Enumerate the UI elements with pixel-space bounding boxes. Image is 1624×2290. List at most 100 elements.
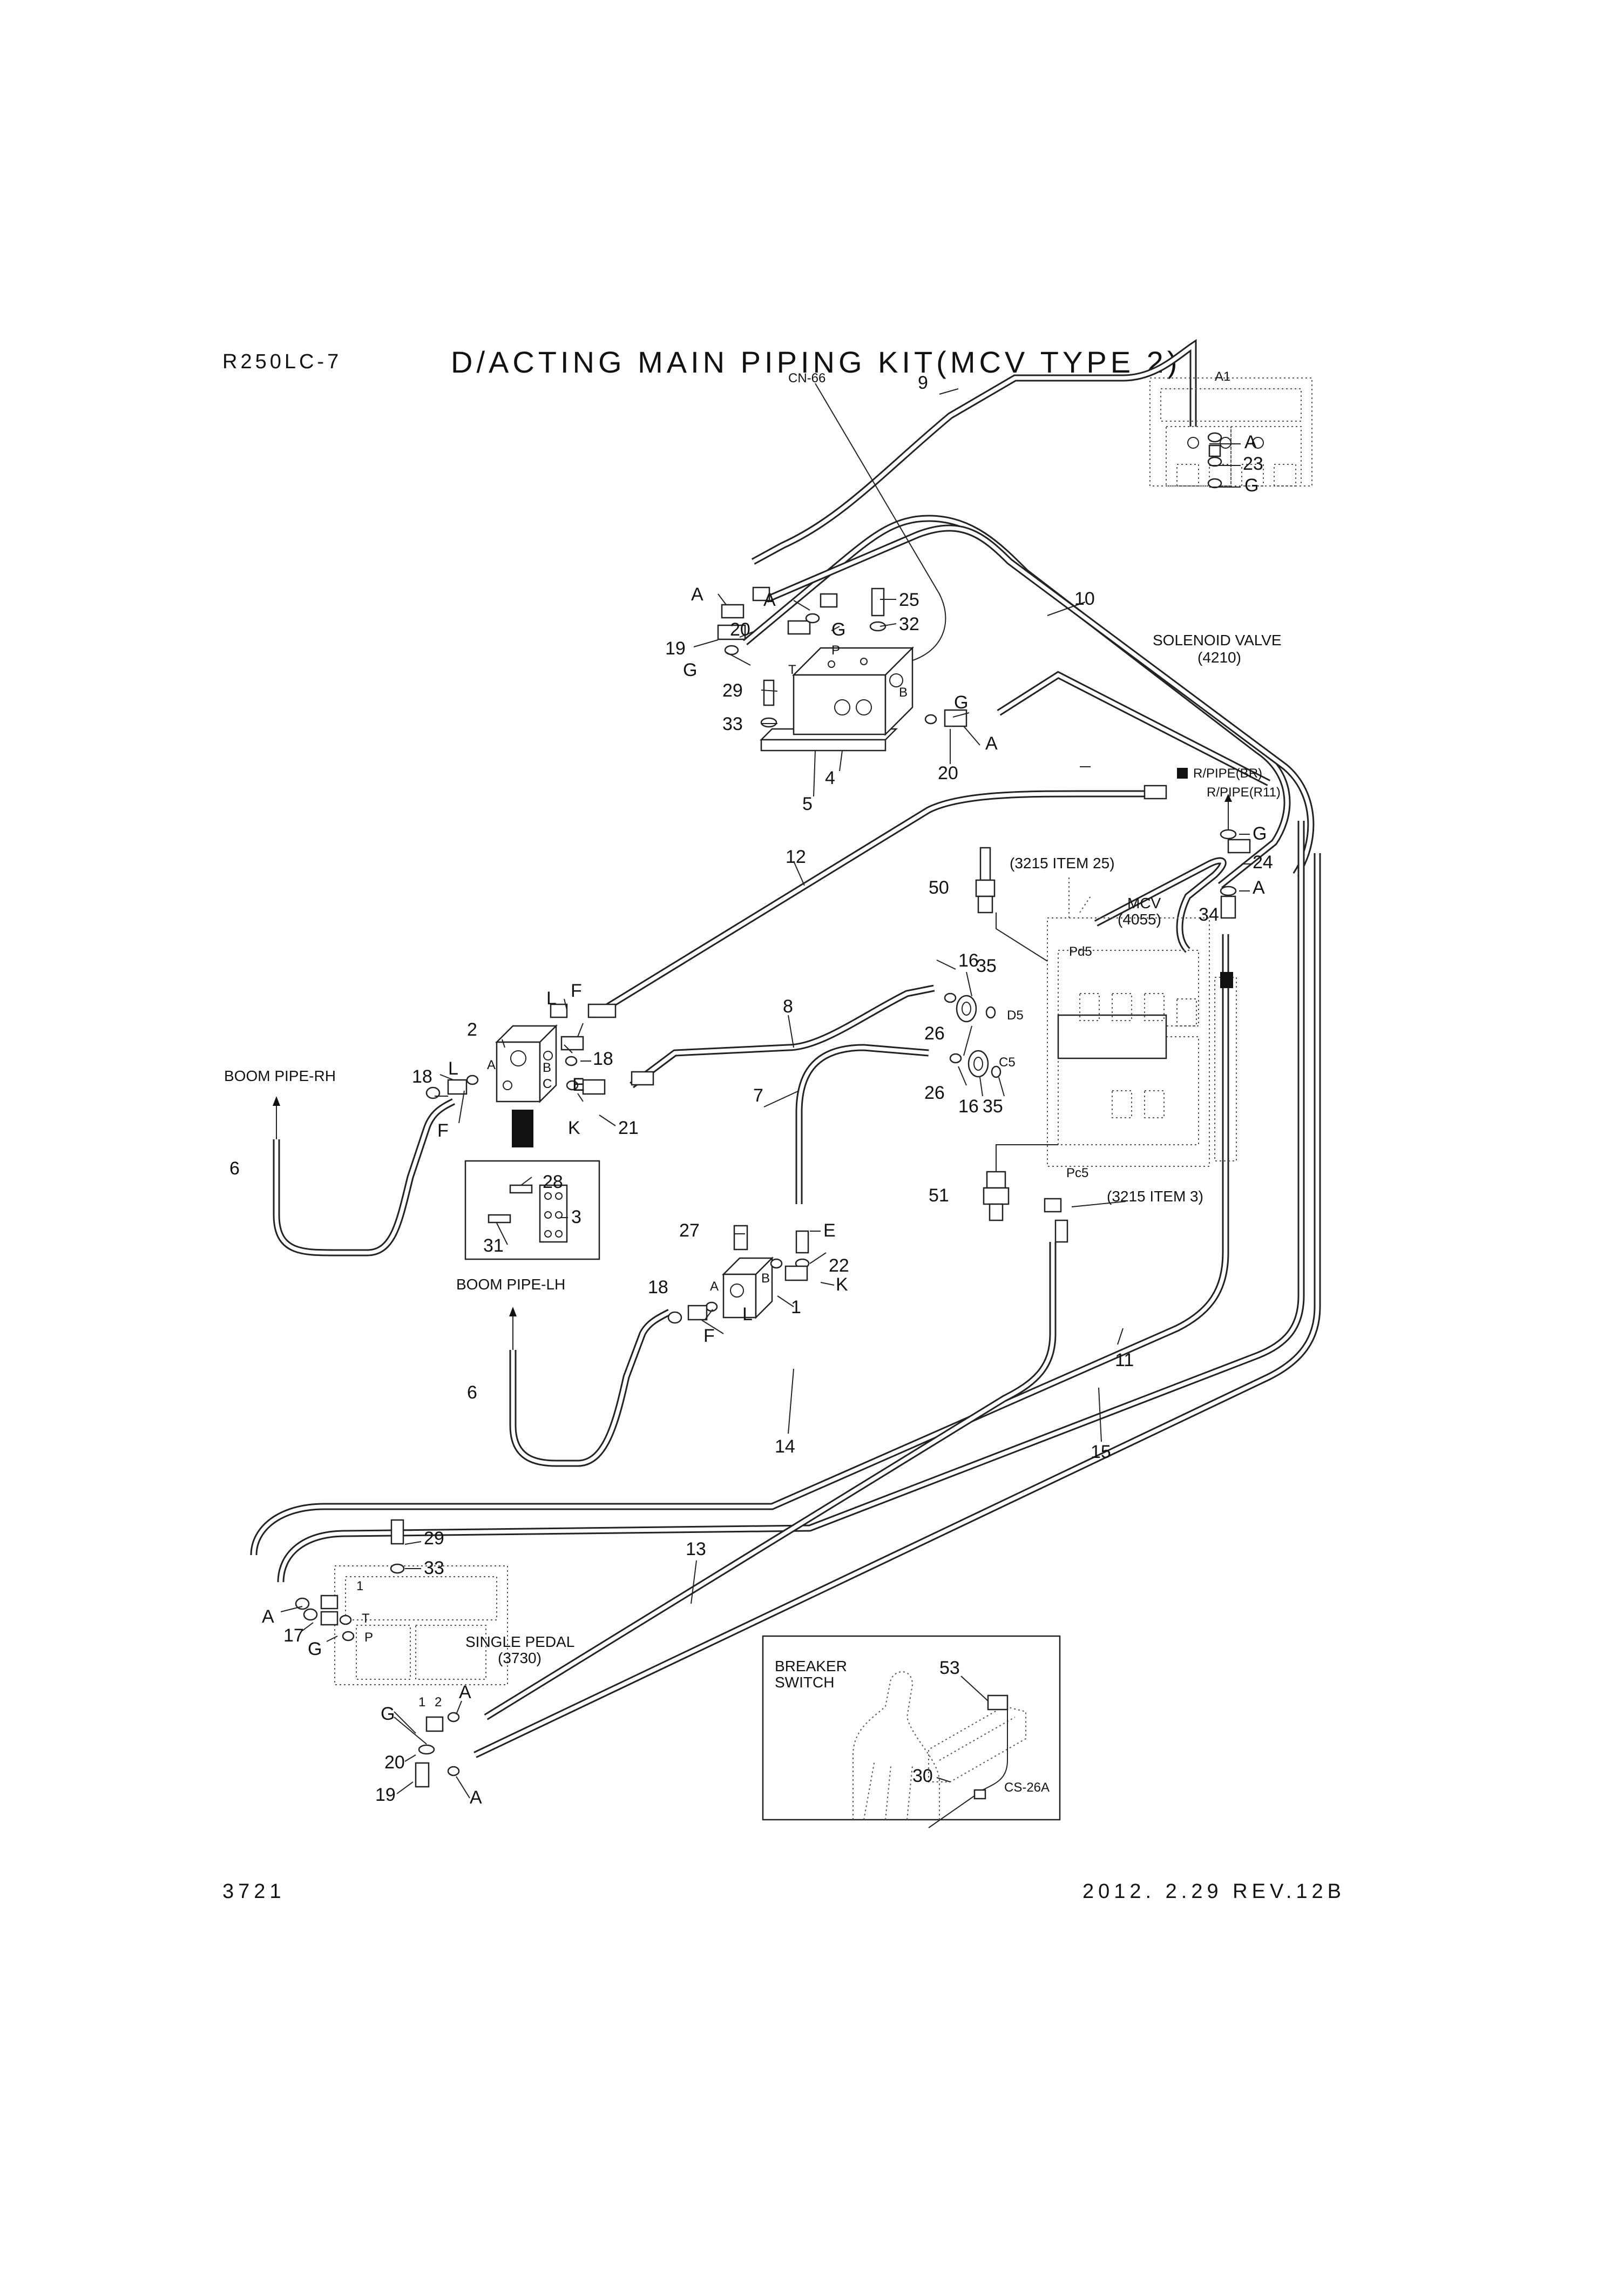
callout-16-bot: 16	[958, 1096, 979, 1117]
port-a-block1: A	[710, 1279, 719, 1294]
leader-51	[996, 1144, 1058, 1172]
callout-20-sol-right: 20	[938, 763, 958, 783]
plug-50	[975, 847, 996, 914]
hose-7	[795, 1044, 929, 1204]
callout-28: 28	[543, 1172, 563, 1192]
r-pipe-r11: R/PIPE(R11)	[1207, 785, 1281, 800]
callout-e-top: E	[572, 1075, 585, 1095]
callout-a-pedal-bot: A	[470, 1787, 482, 1808]
callout-10: 10	[1074, 589, 1095, 609]
callout-labels: A 23 G 9 10 A A 20 G 25 32 19 G 29 33 G …	[229, 373, 1273, 1808]
callout-3: 3	[571, 1207, 581, 1227]
mcv-fittings	[944, 829, 1251, 1243]
callout-21: 21	[618, 1118, 639, 1138]
port-c5: C5	[999, 1055, 1016, 1070]
single-pedal-ref: (3730)	[498, 1650, 542, 1666]
solenoid-valve-ref: (4210)	[1197, 649, 1241, 666]
callout-g-pedal: G	[308, 1639, 322, 1659]
callout-l-mid: L	[448, 1058, 458, 1079]
callout-25: 25	[899, 590, 919, 610]
callout-20-pedal: 20	[384, 1752, 405, 1773]
page-title: D/ACTING MAIN PIPING KIT(MCV TYPE 2)	[451, 345, 1181, 379]
callout-f-top: F	[571, 981, 582, 1001]
callout-a-pedal: A	[262, 1606, 274, 1627]
callout-k-top: K	[568, 1118, 580, 1138]
callout-8: 8	[783, 996, 793, 1017]
cn66-label: CN-66	[788, 371, 825, 386]
leader-lines	[280, 388, 1253, 1799]
valve-block-2: A B C	[425, 1003, 654, 1147]
callout-34: 34	[1199, 904, 1219, 925]
mcv-name: MCV	[1127, 895, 1161, 911]
pilot-block-assembly: P T B	[759, 643, 915, 752]
callout-a-mcv: A	[1253, 877, 1265, 898]
callout-9: 9	[918, 373, 928, 393]
hose-set	[250, 339, 1321, 1758]
callout-29-pedal: 29	[424, 1528, 444, 1549]
callout-26-top: 26	[924, 1023, 945, 1044]
r-pipe-connectors: R/PIPE(BR) R/PIPE(R11)	[1143, 766, 1281, 834]
callout-a-sol-mid: A	[763, 590, 776, 610]
callout-l-low: L	[742, 1304, 753, 1325]
callout-27: 27	[679, 1220, 700, 1241]
callout-l-top: L	[546, 988, 557, 1009]
leader-50	[996, 913, 1048, 962]
item-3215-25: (3215 ITEM 25)	[1010, 855, 1115, 872]
port-t-pedal: T	[362, 1611, 370, 1626]
port-c-block2: C	[543, 1077, 552, 1091]
callout-29-sol: 29	[722, 680, 743, 701]
port-a1: A1	[1215, 369, 1230, 384]
callout-g-sol-left: G	[683, 660, 697, 680]
port-b-block1: B	[761, 1271, 770, 1286]
callout-17: 17	[283, 1625, 304, 1646]
callout-g-pedal-low: G	[381, 1704, 395, 1724]
callout-12: 12	[786, 847, 806, 867]
callout-18-left: 18	[412, 1066, 432, 1087]
callout-g-mcv: G	[1253, 823, 1267, 844]
plug-51	[983, 1171, 1010, 1221]
single-pedal-name: SINGLE PEDAL	[465, 1633, 574, 1650]
hose-12	[592, 790, 1145, 1018]
port-1-pedal-b: 1	[418, 1695, 425, 1710]
callout-g-sol: G	[831, 619, 845, 640]
callout-20-sol: 20	[730, 619, 750, 640]
callout-4: 4	[825, 768, 835, 788]
pilot-block-fittings	[717, 586, 967, 728]
callout-16-top: 16	[958, 950, 979, 971]
callout-50: 50	[929, 877, 949, 898]
page-number: 3721	[222, 1880, 286, 1903]
callout-f-left: F	[437, 1120, 449, 1141]
valve-block-1: A B	[667, 1225, 810, 1324]
callout-7: 7	[753, 1085, 763, 1106]
solenoid-valve-assembly: A1 SOLENOID VALVE (4210)	[1149, 369, 1312, 666]
callout-33-sol: 33	[722, 714, 743, 734]
port-t: T	[788, 663, 796, 677]
callout-19-sol: 19	[665, 638, 686, 659]
callout-1: 1	[791, 1297, 801, 1318]
callout-a-sol-right: A	[985, 733, 998, 754]
callout-19-pedal: 19	[375, 1785, 396, 1805]
port-pd5: Pd5	[1069, 944, 1092, 959]
callout-6-bot: 6	[467, 1382, 477, 1403]
breaker-switch-title-1: BREAKER	[775, 1658, 847, 1674]
boom-pipe-rh: BOOM PIPE-RH	[224, 1068, 336, 1084]
callout-f-low: F	[703, 1326, 715, 1346]
breaker-switch-inset: BREAKER SWITCH CS-26A	[762, 1635, 1061, 1828]
callout-g-top: G	[1244, 475, 1258, 496]
callout-51: 51	[929, 1185, 949, 1206]
callout-33-pedal: 33	[424, 1558, 444, 1578]
port-p: P	[831, 643, 840, 658]
callout-14: 14	[775, 1436, 795, 1457]
callout-35-bot: 35	[983, 1096, 1003, 1117]
boom-pipe-lh: BOOM PIPE-LH	[456, 1276, 565, 1293]
callout-18-low: 18	[648, 1277, 668, 1298]
callout-e-low: E	[823, 1220, 836, 1241]
port-1-pedal: 1	[356, 1579, 363, 1593]
callout-2: 2	[467, 1019, 477, 1040]
cs26a-label: CS-26A	[1004, 1780, 1050, 1795]
single-pedal-assembly: 1 T P 1 2 SINGLE PEDAL (3730)	[295, 1519, 574, 1788]
callout-32: 32	[899, 614, 919, 634]
model-code: R250LC-7	[222, 350, 342, 373]
revision-date: 2012. 2.29 REV.12B	[1082, 1880, 1345, 1903]
